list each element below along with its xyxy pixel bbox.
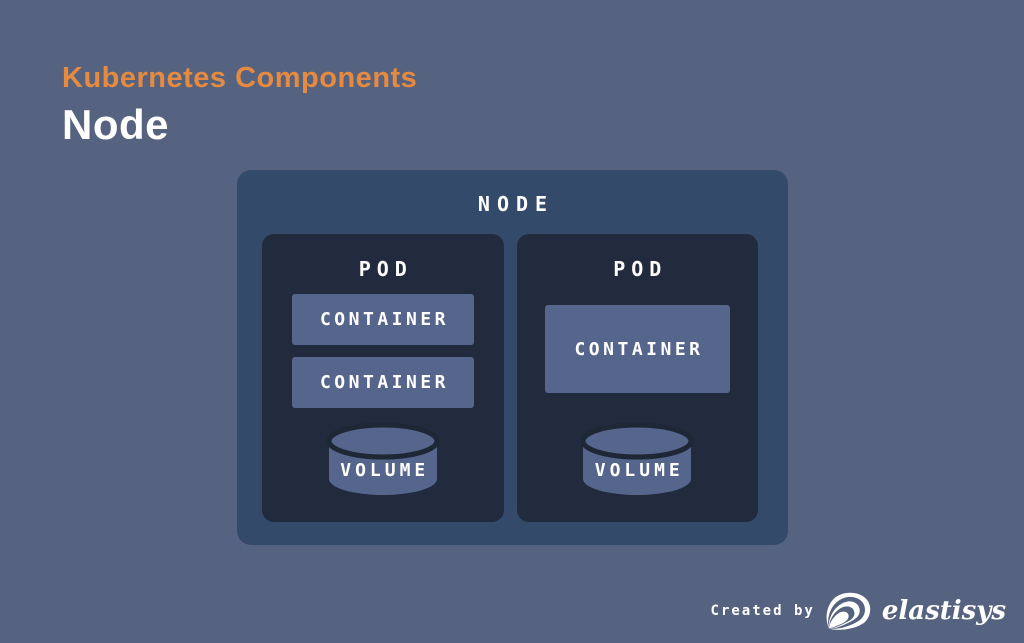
cylinder-icon: [580, 422, 694, 495]
pod-label: POD: [613, 257, 668, 281]
page-title: Node: [62, 101, 169, 148]
volume-label: VOLUME: [340, 460, 430, 481]
pod-box-2: POD CONTAINER VOLUME: [516, 234, 758, 522]
container-box: CONTAINER: [292, 357, 474, 408]
volume-cylinder: VOLUME: [324, 421, 442, 499]
brand-name: elastisys: [881, 596, 1006, 626]
pod-label: POD: [358, 257, 413, 281]
node-box: NODE POD CONTAINER CONTAINER VOLUME POD …: [237, 170, 788, 545]
node-label: NODE: [477, 192, 555, 216]
volume-label: VOLUME: [594, 460, 684, 481]
container-box: CONTAINER: [544, 305, 730, 393]
pods-row: POD CONTAINER CONTAINER VOLUME POD CONTA…: [262, 234, 758, 522]
volume-cylinder: VOLUME: [578, 421, 696, 499]
cylinder-icon: [326, 422, 440, 495]
container-box: CONTAINER: [292, 294, 474, 345]
credit: Created by elastisys: [711, 591, 1006, 631]
page-subtitle: Kubernetes Components: [62, 62, 418, 94]
pod-box-1: POD CONTAINER CONTAINER VOLUME: [262, 234, 504, 522]
credit-text: Created by: [710, 603, 815, 619]
elastisys-logo-icon: [825, 591, 872, 631]
